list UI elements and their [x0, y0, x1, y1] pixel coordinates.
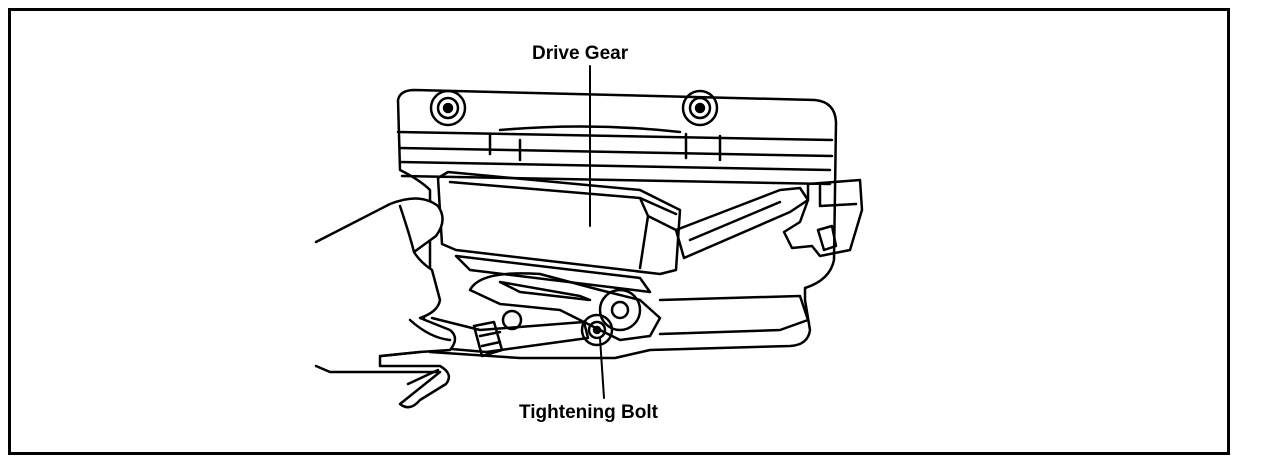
- housing-rib: [398, 160, 832, 172]
- hand-finger-line: [398, 204, 416, 254]
- connector-block: [782, 178, 864, 258]
- figure-frame: [8, 8, 1230, 455]
- lever-arm-edge: [688, 200, 782, 242]
- linkage-plate: [468, 272, 662, 342]
- pivot-hole: [610, 300, 630, 320]
- tightening-bolt: [580, 313, 614, 347]
- housing-rib: [400, 174, 832, 186]
- pivot-washer: [598, 288, 642, 332]
- housing-rib: [488, 132, 722, 162]
- drive-gear-face: [448, 180, 678, 270]
- mounting-boss-left: [429, 89, 467, 127]
- hand-finger-line: [408, 318, 452, 342]
- hand-outline: [314, 197, 457, 409]
- label-tightening-bolt: Tightening Bolt: [519, 402, 658, 423]
- connector-edge: [818, 184, 858, 208]
- lever-arm: [674, 186, 810, 260]
- drive-gear-block: [436, 170, 682, 276]
- connector-slot: [816, 224, 838, 252]
- linkage-slot: [498, 280, 592, 302]
- housing-rib: [398, 146, 834, 158]
- wrench-socket-ring: [478, 330, 502, 348]
- drive-gear-shadow: [454, 254, 652, 294]
- wrench-socket: [472, 320, 504, 358]
- leader-line-tightening-bolt: [599, 337, 605, 399]
- label-drive-gear: Drive Gear: [532, 43, 629, 64]
- wrench-shaft: [430, 316, 590, 354]
- mounting-boss-right: [681, 89, 719, 127]
- hand-finger-line: [380, 350, 422, 358]
- small-pin: [501, 309, 523, 331]
- housing-bottom-rail: [658, 294, 810, 336]
- housing-rib: [396, 130, 834, 142]
- hand-finger-line: [406, 368, 440, 386]
- housing-outline: [396, 88, 838, 360]
